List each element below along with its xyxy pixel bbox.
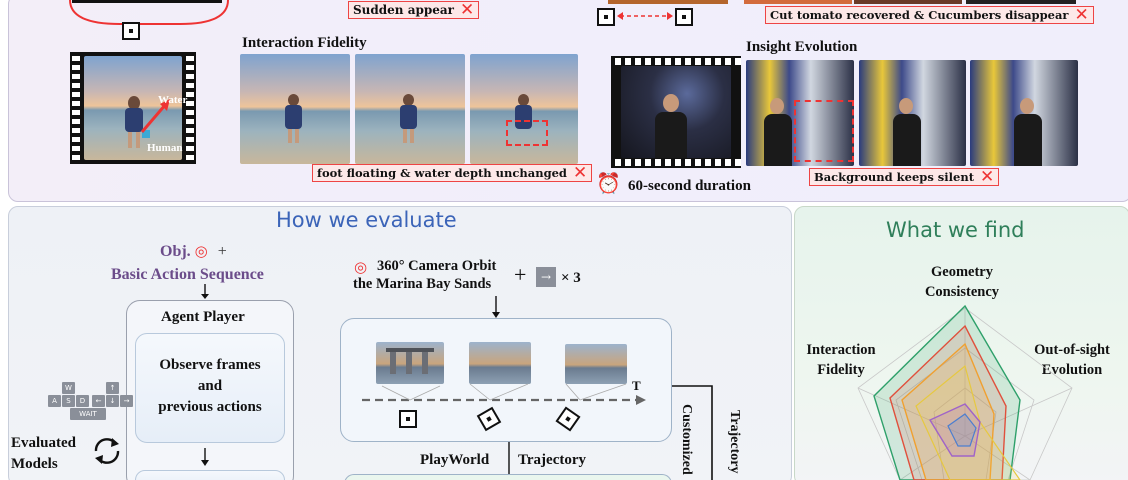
duration-label: 60-second duration — [628, 178, 751, 194]
refresh-cycle-icon — [94, 438, 120, 464]
caption-foot-floating: foot floating & water depth unchanged✕ — [312, 163, 593, 183]
insight-evolution-heading: Insight Evolution — [746, 39, 858, 55]
key-right: → — [120, 395, 133, 407]
beach-photo — [84, 56, 182, 160]
child-body — [125, 108, 143, 132]
radar-series-yellow — [915, 364, 1021, 480]
orbit-line-2: the Marina Bay Sands — [353, 276, 492, 292]
alarm-clock-icon: ⏰ — [596, 171, 621, 195]
street-frame-1 — [746, 60, 854, 166]
key-w: W — [62, 382, 75, 394]
film-perforation — [611, 159, 741, 166]
x-mark-icon: ✕ — [1074, 5, 1089, 25]
evaluated-models-label: Evaluated Models — [11, 435, 77, 472]
geometry-label: Geometry Consistency — [924, 264, 1000, 300]
bucket — [142, 130, 150, 138]
red-dashed-arrow — [617, 12, 673, 20]
evaluate-title: How we evaluate — [276, 208, 457, 232]
red-annotation-arrow — [140, 99, 170, 133]
street-frame-3 — [970, 60, 1078, 166]
food-strip — [744, 0, 852, 4]
key-up: ↑ — [106, 382, 119, 394]
child-head — [128, 96, 140, 110]
camera-icon — [122, 22, 140, 40]
marina-view-2 — [469, 342, 531, 384]
right-key-icon: → — [536, 267, 556, 287]
film-strip — [70, 52, 196, 164]
caption-background-silent: Background keeps silent✕ — [809, 167, 1000, 187]
down-arrow — [492, 296, 500, 318]
camera-icon — [675, 8, 693, 26]
film-perforation — [611, 58, 741, 65]
timeline — [362, 383, 646, 405]
next-step-box — [135, 470, 285, 480]
down-arrow — [508, 442, 510, 478]
street-night-photo — [621, 66, 731, 158]
radar-series-blue — [947, 413, 977, 447]
film-strip — [611, 56, 741, 168]
camera-icon — [399, 410, 417, 428]
beach-frame-1 — [240, 54, 350, 164]
radar-series-green — [873, 304, 1021, 480]
red-trajectory-curve — [69, 0, 229, 25]
out-of-sight-label: Out-of-sight Evolution — [1034, 342, 1110, 378]
food-strip — [966, 0, 1076, 4]
customized-trajectory-label-2: Trajectory — [727, 410, 742, 474]
trajectory-label: Trajectory — [518, 452, 587, 468]
x-mark-icon: ✕ — [980, 167, 995, 187]
down-arrow — [201, 448, 209, 466]
key-wait: WAIT — [70, 408, 106, 420]
caption-sudden-appear: Sudden appear✕ — [348, 0, 480, 20]
obj-label: Obj. ◎ + — [160, 242, 227, 260]
marina-view-3 — [565, 344, 627, 384]
x-mark-icon: ✕ — [572, 163, 588, 183]
plus-sign: + — [514, 262, 527, 287]
observe-text: Observe frames and previous actions — [158, 357, 262, 415]
agent-player-title: Agent Player — [161, 309, 245, 325]
customized-trajectory-arrow — [672, 385, 713, 480]
key-d: D — [76, 395, 89, 407]
key-a: A — [48, 395, 61, 407]
food-strip — [854, 0, 962, 4]
basic-action-label: Basic Action Sequence — [111, 266, 264, 283]
beach-frame-2 — [355, 54, 465, 164]
target-icon: ◎ — [354, 258, 368, 276]
water-label: Water — [158, 94, 188, 106]
next-box — [344, 474, 672, 480]
marina-view-1 — [376, 342, 444, 384]
film-perforation — [186, 52, 194, 164]
key-left: ← — [92, 395, 105, 407]
caption-tomato: Cut tomato recovered & Cucumbers disappe… — [765, 6, 1094, 24]
radar-chart — [857, 304, 1073, 480]
times-three: × 3 — [561, 270, 581, 286]
beach-frame-3 — [470, 54, 578, 164]
child-leg — [136, 132, 140, 148]
x-mark-icon: ✕ — [460, 0, 475, 20]
playworld-label: PlayWorld — [420, 452, 490, 468]
keyboard-keys: W A S D ↑ ← ↓ → WAIT — [48, 381, 133, 421]
red-dashed-box — [794, 100, 854, 162]
observe-box — [135, 333, 285, 443]
street-frame-2 — [859, 60, 966, 166]
find-title: What we find — [886, 218, 1025, 242]
red-dashed-box — [506, 120, 548, 146]
interaction-fidelity-label: Interaction Fidelity — [806, 342, 876, 378]
human-label: Human — [147, 142, 183, 154]
key-s: S — [62, 395, 75, 407]
camera-icon — [597, 8, 615, 26]
key-down: ↓ — [106, 395, 119, 407]
time-axis-label: T — [632, 378, 641, 393]
down-arrow — [201, 284, 209, 299]
child-leg — [128, 132, 132, 148]
orbit-line-1: 360° Camera Orbit — [377, 258, 497, 274]
film-perforation — [72, 52, 80, 164]
customized-trajectory-label: Customized — [679, 404, 694, 475]
target-icon: ◎ — [194, 242, 208, 260]
food-strip — [608, 0, 728, 4]
interaction-fidelity-heading: Interaction Fidelity — [242, 35, 367, 51]
